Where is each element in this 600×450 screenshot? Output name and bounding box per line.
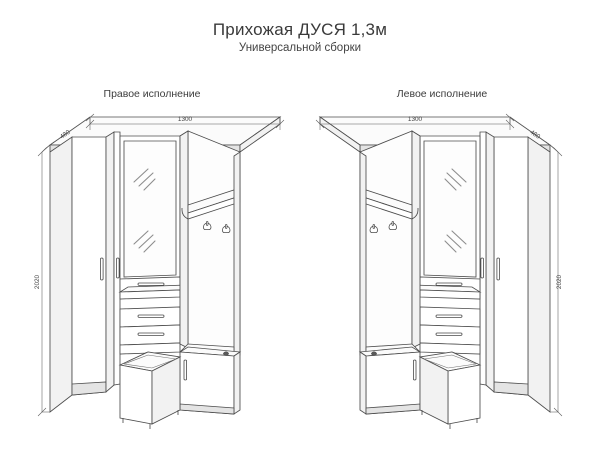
dim-width-left: 1300: [408, 116, 423, 123]
unit-left-configuration: [315, 113, 563, 430]
dim-width-right: 1300: [178, 116, 193, 123]
dim-height-right: 2020: [34, 274, 41, 289]
page-title: Прихожая ДУСЯ 1,3м: [212, 20, 388, 39]
unit-right-configuration: 1300 480 2020: [34, 113, 285, 430]
page-subtitle: Универсальной сборки: [238, 42, 362, 54]
variant-label-right: Правое исполнение: [103, 88, 201, 100]
dim-height-left: 2020: [556, 274, 563, 289]
furniture-assembly-right: [49, 116, 281, 430]
variant-label-left: Левое исполнение: [396, 88, 488, 100]
furniture-assembly-left: [319, 116, 551, 430]
